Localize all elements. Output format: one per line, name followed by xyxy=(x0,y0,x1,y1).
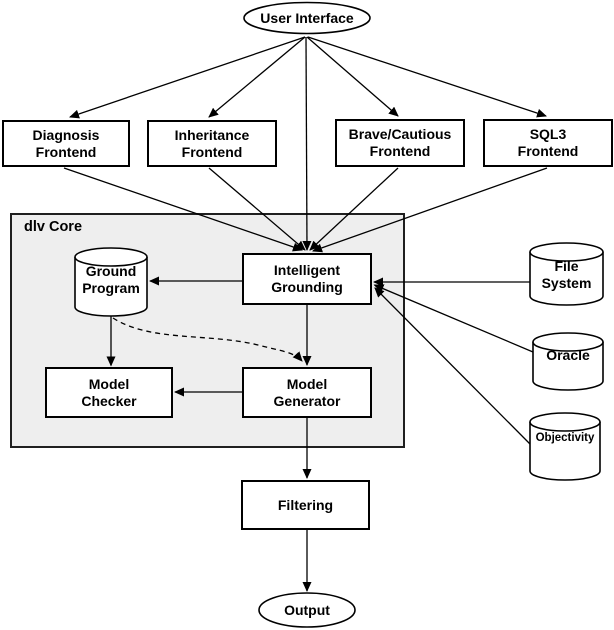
sql3-frontend-label: SQL3 Frontend xyxy=(517,126,579,159)
model-generator-label: Model Generator xyxy=(273,375,341,409)
node-model-generator: Model Generator xyxy=(242,367,372,418)
node-model-checker: Model Checker xyxy=(45,367,173,418)
brave-cautious-frontend-label: Brave/Cautious Frontend xyxy=(348,126,452,159)
file-system-cylinder xyxy=(529,242,604,306)
objectivity-cylinder xyxy=(529,412,601,481)
edge-brave-cautious-to-intelligent-grounding xyxy=(309,167,399,251)
node-brave-cautious-frontend: Brave/Cautious Frontend xyxy=(335,119,465,167)
edge-diagnosis-to-intelligent-grounding xyxy=(63,167,303,252)
file-system-label: File System xyxy=(541,258,592,291)
edge-ui-to-inheritance xyxy=(208,36,306,118)
oracle-cylinder xyxy=(532,332,604,391)
edge-ui-to-diagnosis xyxy=(69,36,306,119)
node-sql3-frontend: SQL3 Frontend xyxy=(483,119,613,167)
edge-oracle-to-intelligent-grounding xyxy=(373,284,534,353)
diagnosis-frontend-label: Diagnosis Frontend xyxy=(32,126,100,160)
edge-objectivity-to-intelligent-grounding xyxy=(374,287,531,445)
inheritance-frontend-label: Inheritance Frontend xyxy=(174,126,250,160)
objectivity-label: Objectivity xyxy=(535,432,595,444)
edge-ui-to-sql3 xyxy=(307,36,547,118)
filtering-label: Filtering xyxy=(277,496,334,513)
user-interface-label: User Interface xyxy=(260,10,354,26)
user-interface-ellipse xyxy=(243,1,371,35)
oracle-label: Oracle xyxy=(546,347,590,363)
ground-program-label: Ground Program xyxy=(82,263,140,296)
node-intelligent-grounding: Intelligent Grounding xyxy=(242,253,372,305)
dlv-core-label: dlv Core xyxy=(24,219,83,235)
edge-ui-to-brave-cautious xyxy=(306,36,399,117)
node-filtering: Filtering xyxy=(241,480,370,530)
intelligent-grounding-label: Intelligent Grounding xyxy=(271,262,343,295)
output-label: Output xyxy=(284,602,330,618)
node-inheritance-frontend: Inheritance Frontend xyxy=(147,120,277,167)
edge-inheritance-to-intelligent-grounding xyxy=(208,167,306,251)
edge-ui-to-intelligent-grounding xyxy=(302,36,312,251)
model-checker-label: Model Checker xyxy=(81,375,137,409)
output-ellipse xyxy=(258,592,356,628)
edge-ground-program-to-model-generator-dashed xyxy=(112,317,303,362)
ground-program-cylinder xyxy=(74,247,148,317)
node-diagnosis-frontend: Diagnosis Frontend xyxy=(2,120,130,167)
edge-sql3-to-intelligent-grounding xyxy=(312,167,548,253)
